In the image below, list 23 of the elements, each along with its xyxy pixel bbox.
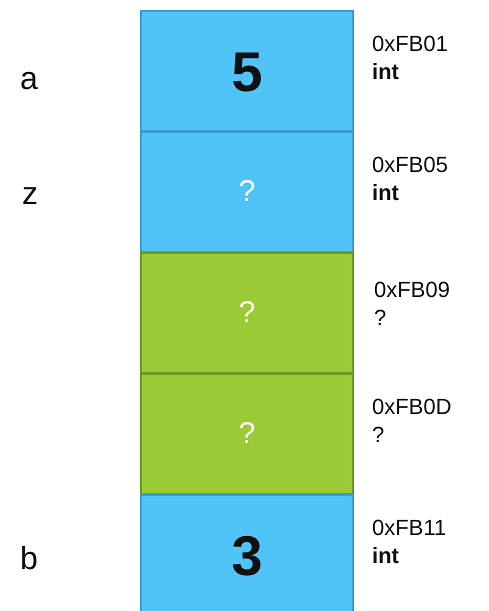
variable-name: z xyxy=(22,175,38,212)
cell-value: ? xyxy=(238,175,256,209)
address-label: 0xFB05 xyxy=(372,151,448,179)
variable-name: a xyxy=(20,60,38,97)
memory-cell xyxy=(140,494,354,611)
memory-cell xyxy=(140,252,354,374)
memory-cell xyxy=(140,373,354,495)
address-label: 0xFB0D xyxy=(372,393,452,421)
variable-name: b xyxy=(20,540,38,577)
memory-cell xyxy=(140,10,354,132)
type-label: int xyxy=(372,179,399,207)
cell-value: 5 xyxy=(231,38,263,104)
type-label: int xyxy=(372,542,399,570)
cell-value: ? xyxy=(238,296,256,330)
type-label: ? xyxy=(372,421,384,449)
memory-cell xyxy=(140,131,354,253)
cell-value: 3 xyxy=(231,522,263,588)
address-label: 0xFB11 xyxy=(372,514,446,542)
address-label: 0xFB01 xyxy=(372,30,448,58)
cell-value: ? xyxy=(238,417,256,451)
type-label: int xyxy=(372,58,399,86)
address-label: 0xFB09 xyxy=(374,276,450,304)
type-label: ? xyxy=(374,304,386,332)
